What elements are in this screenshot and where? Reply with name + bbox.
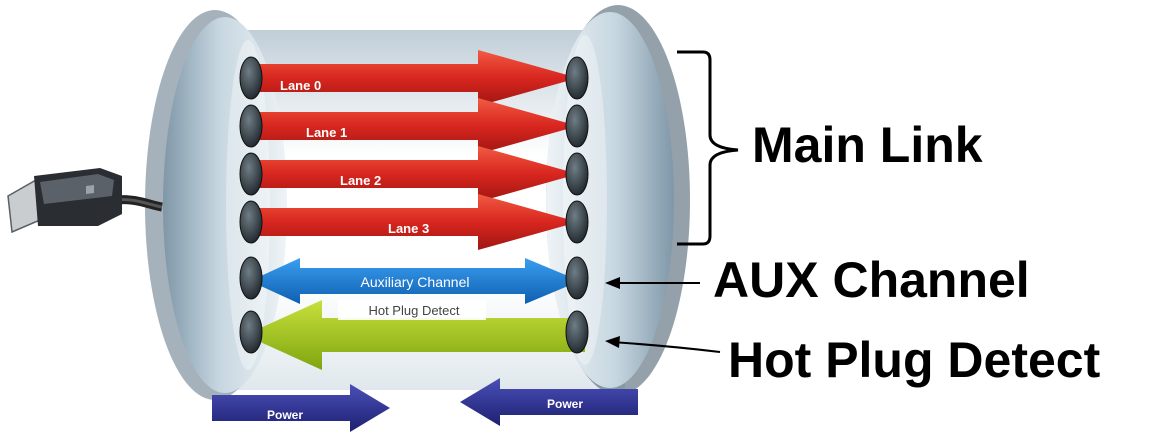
power-label-left: Power (267, 408, 303, 422)
power-arrow-right (460, 378, 638, 426)
pin-left-4 (239, 256, 263, 300)
pin-right-0 (565, 56, 589, 100)
pin-left-5 (239, 310, 263, 354)
lane-arrow-2 (248, 146, 578, 202)
hot-plug-detect-arrow (245, 300, 585, 370)
hot-plug-detect-label-bg (338, 300, 486, 320)
pin-left-2 (239, 152, 263, 196)
main-link-lanes: Lane 0 Lane 1 Lane 2 Lane 3 (248, 50, 578, 250)
pin-left-1 (239, 104, 263, 148)
pin-left-3 (239, 200, 263, 244)
lane-label-3: Lane 3 (388, 221, 429, 236)
lane-arrow-3 (248, 194, 578, 250)
hot-plug-detect: Hot Plug Detect (245, 300, 585, 370)
connector-pins (239, 56, 589, 354)
power-arrows: Power Power (212, 378, 638, 432)
lane-label-2: Lane 2 (340, 173, 381, 188)
main-link-annotation: Main Link (752, 117, 983, 173)
displayport-plug-icon (7, 168, 163, 234)
lane-arrow-0 (248, 50, 578, 106)
pin-right-2 (565, 152, 589, 196)
aux-channel-label: Auxiliary Channel (361, 274, 470, 290)
hpd-pointer (605, 336, 721, 353)
aux-pointer (605, 277, 700, 289)
pin-right-5 (565, 310, 589, 354)
aux-channel: Auxiliary Channel (250, 258, 580, 304)
aux-channel-annotation: AUX Channel (713, 252, 1030, 308)
power-arrow-left (212, 384, 390, 432)
pin-right-4 (565, 256, 589, 300)
pin-right-1 (565, 104, 589, 148)
main-link-bracket (677, 50, 739, 246)
aux-channel-arrow (250, 258, 580, 304)
lane-label-0: Lane 0 (280, 78, 321, 93)
lane-label-1: Lane 1 (306, 125, 347, 140)
pin-left-0 (239, 56, 263, 100)
hot-plug-detect-label: Hot Plug Detect (368, 303, 459, 318)
hot-plug-detect-annotation: Hot Plug Detect (728, 332, 1101, 388)
lane-arrow-1 (248, 98, 578, 154)
power-label-right: Power (547, 397, 583, 411)
pin-right-3 (565, 200, 589, 244)
